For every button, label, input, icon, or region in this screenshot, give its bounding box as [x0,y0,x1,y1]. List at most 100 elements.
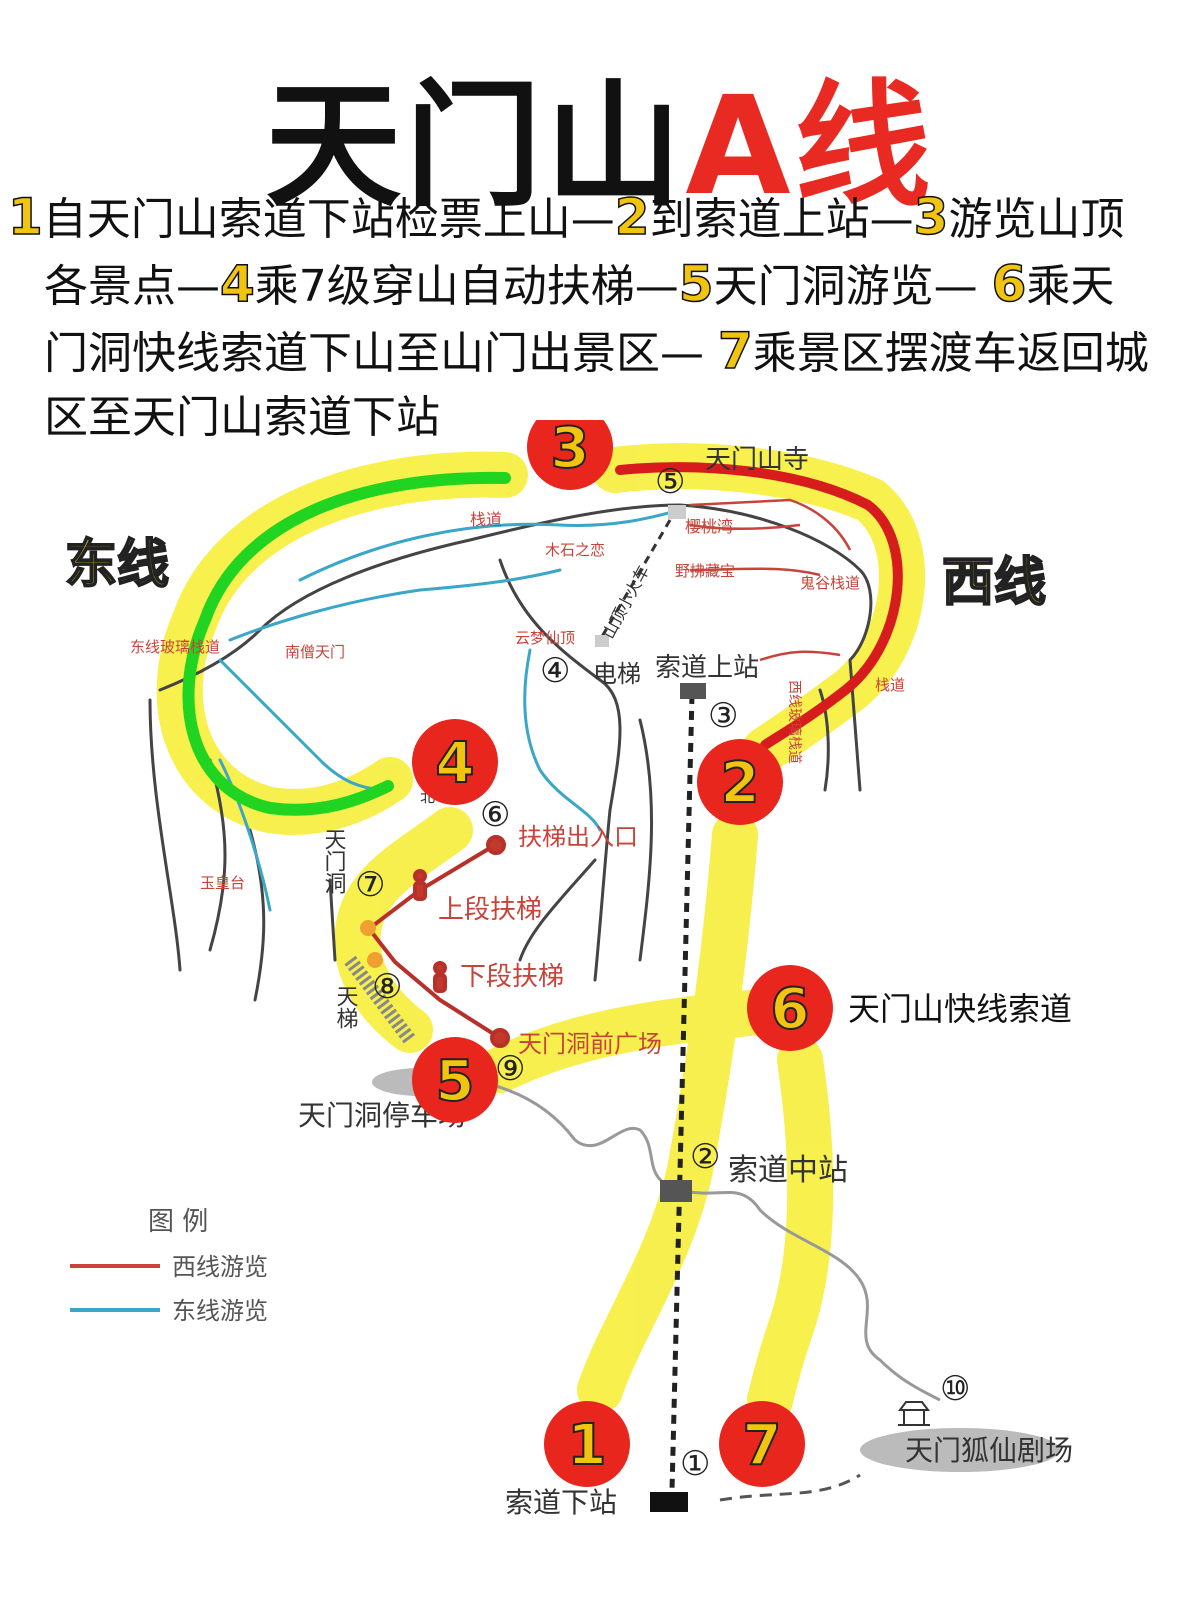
route-marker-7: 7 [719,1401,805,1487]
theater-area [860,1428,1060,1472]
label-east-zhandao: 东线玻璃栈道 [130,638,220,656]
label-west-zhandao: 栈道 [875,676,905,694]
circle-number-4: ④ [540,651,570,691]
lower-station-icon [650,1492,688,1512]
person-icon [413,881,427,901]
circle-number-5: ⑤ [655,462,685,502]
person-icon [413,869,427,883]
label-west-glass: 西线玻璃栈道 [786,680,803,764]
label-plaza: 天门洞前广场 [518,1030,662,1058]
label-small-train: 山顶小火车 [599,562,653,642]
route-map: 天门山寺 栈道 樱桃湾 木石之恋 野拂藏宝 鬼谷栈道 山顶小火车 云梦仙顶 东线… [64,420,1073,1519]
step-text: 乘天 [1026,261,1115,312]
shuttle-road [719,1473,861,1502]
label-guigu: 鬼谷栈道 [800,574,860,592]
label-yunmeng: 云梦仙顶 [515,629,575,647]
label-yesuo: 野拂藏宝 [675,562,735,580]
step-text: 乘景区摆渡车返回城 [752,328,1149,379]
label-zhandao: 栈道 [470,510,502,529]
circle-number-10: ⑩ [940,1369,970,1409]
yingtao-icon [668,505,686,519]
step-text: 游览山顶 [948,194,1125,245]
label-middle-station: 索道中站 [728,1153,848,1188]
step-number-7: 7 [717,321,753,381]
tianmendong-text: 天门洞 [321,828,347,894]
label-yingtaowan: 樱桃湾 [685,517,733,536]
circle-number-3: ③ [708,696,738,736]
title-main: 天门山 [265,68,686,226]
step-text: 区至天门山索道下站 [44,392,440,443]
step-number-6: 6 [991,254,1027,314]
step-number-5: 5 [678,254,714,314]
map-labels: 天门山寺 栈道 樱桃湾 木石之恋 野拂藏宝 鬼谷栈道 山顶小火车 云梦仙顶 东线… [130,445,1073,1519]
label-elevator: 电梯 [593,660,641,688]
escalator-exit-dot [486,835,506,855]
legend-title: 图 例 [148,1207,208,1237]
tianti-text: 天梯 [333,985,359,1029]
vertical-label-tianti: 天梯 [333,985,359,1029]
step-number-3: 3 [913,187,949,247]
route-marker-6: 6 [747,965,833,1051]
circle-numbers: ① ② ③ ④ ⑤ ⑥ ⑦ ⑧ ⑨ ⑩ [355,462,970,1484]
route-markers: 3 4 2 6 5 1 7 [412,420,833,1487]
winding-road [469,1078,941,1402]
circle-number-1: ① [680,1444,710,1484]
vertical-label-tianmendong: 天门洞 [321,828,347,894]
theater-icon [898,1401,930,1426]
stop-dot [367,952,383,968]
stop-dot [360,920,376,936]
route-marker-4: 4 [412,719,498,805]
east-trail-paths [218,508,682,912]
east-route-line [182,471,511,816]
marker-number: 3 [551,420,590,481]
tianti-stairs [344,955,416,1045]
circle-number-2: ② [690,1137,720,1177]
east-route-label: 东线 [65,535,169,595]
step-text: 自天门山索道下站检票上山— [42,194,615,245]
yunmeng-icon [595,635,609,647]
small-train-line [598,519,672,641]
label-temple: 天门山寺 [705,445,809,475]
legend-east-label: 东线游览 [172,1297,268,1325]
marker-number: 5 [436,1049,475,1114]
itinerary-line-3: 门洞快线索道下山至山门出景区— 7乘景区摆渡车返回城 [8,319,1188,386]
marker-number: 2 [721,751,760,816]
plaza-dot [490,1028,510,1048]
legend-west-label: 西线游览 [172,1253,268,1281]
circle-number-7: ⑦ [355,865,385,905]
marker-number: 6 [771,977,810,1042]
itinerary: 1自天门山索道下站检票上山—2到索道上站—3游览山顶 各景点—4乘7级穿山自动扶… [7,185,1188,450]
circle-number-6: ⑥ [480,795,510,835]
label-upper-station: 索道上站 [655,653,759,683]
title-accent: A线 [685,68,935,226]
highlight-right-down [747,1037,834,1423]
west-route-line [615,462,903,750]
step-text: 各景点— [44,261,220,312]
step-text: 到索道上站— [649,194,914,245]
route-marker-1: 1 [544,1401,630,1487]
step-text: 天门洞游览— [713,261,992,312]
marker-number: 4 [436,731,475,796]
person-icon [433,973,447,993]
escalator-lines [368,835,510,1048]
west-route-label: 西线 [942,553,1046,613]
cable-car-line [669,694,695,1491]
step-text: 乘7级穿山自动扶梯— [254,261,679,312]
marker-number: 7 [743,1413,782,1478]
highlight-west-loop [592,443,925,773]
legend: 图 例 西线游览 东线游览 [70,1207,268,1325]
step-number-1: 1 [7,187,43,247]
step-text: 门洞快线索道下山至山门出景区— [44,328,718,379]
marker-number: 1 [568,1413,607,1478]
route-marker-5: 5 [412,1037,498,1123]
route-labels: 东线 西线 [64,534,1047,614]
label-yuhuang: 玉皇台 [200,874,245,892]
label-fast-cable: 天门山快线索道 [848,990,1072,1028]
person-icon [433,961,447,975]
upper-station-icon [680,683,706,699]
label-mushi: 木石之恋 [545,541,605,559]
step-number-4: 4 [219,254,255,314]
label-lower-escalator: 下段扶梯 [460,962,564,992]
label-escalator-exit: 扶梯出入口 [518,823,638,851]
highlight-left-down [577,812,758,1413]
